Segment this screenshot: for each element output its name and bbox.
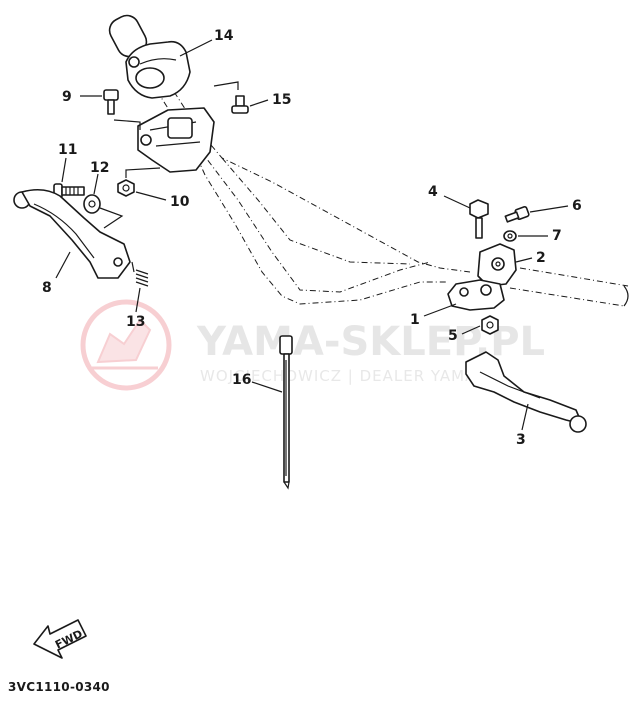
part-10-nut [117,167,161,197]
callout-4: 4 [428,184,438,200]
callout-15: 15 [272,92,291,108]
callout-16: 16 [232,372,251,388]
callout-5: 5 [448,328,458,344]
part-13-spring [131,261,149,287]
diagram-code: 3VC1110-0340 [8,680,110,694]
part-2-lever-holder [477,243,517,287]
part-12-collar [83,194,124,229]
leader-lines [55,39,569,431]
callout-10: 10 [170,194,190,210]
fwd-arrow-icon: FWD [33,619,87,659]
callouts: 14 9 15 10 11 12 8 13 4 6 7 2 1 5 3 16 [42,28,582,448]
part-4-bolt [469,199,489,239]
callout-14: 14 [214,28,234,44]
callout-6: 6 [572,198,582,214]
part-16-cable-tie [279,335,293,490]
callout-13: 13 [126,314,145,330]
part-6-screw [504,206,530,223]
part-8-left-lever [13,188,131,279]
left-switch-holder [137,107,215,173]
part-15-screw [213,81,249,114]
callout-9: 9 [62,89,72,105]
callout-2: 2 [536,250,546,266]
callout-7: 7 [552,228,562,244]
part-5-nut [481,315,499,335]
callout-3: 3 [516,432,526,448]
callout-12: 12 [90,160,109,176]
watermark-subtitle: WOJCIECHOWICZ | DEALER YAMAHA [200,367,500,385]
callout-11: 11 [58,142,77,158]
part-1-holder [447,279,505,311]
watermark-logo [80,299,172,391]
part-14-throttle-grip [125,40,191,99]
part-9-bolt [103,89,141,130]
part-7-washer [503,230,517,242]
part-3-right-lever [465,351,587,433]
callout-8: 8 [42,280,52,296]
callout-1: 1 [410,312,420,328]
